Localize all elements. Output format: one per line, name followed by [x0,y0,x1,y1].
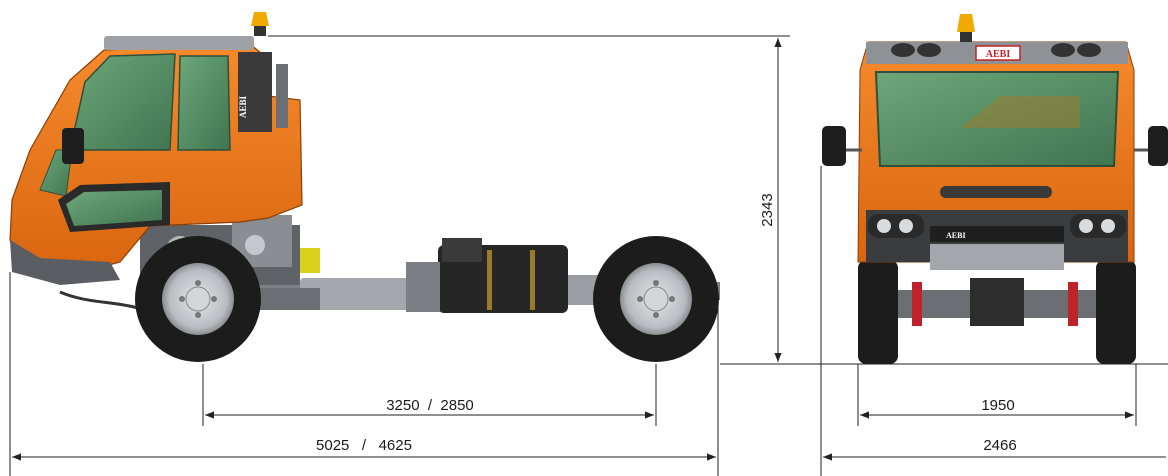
grille-badge-box [975,45,1021,61]
fuel-tank [406,238,568,313]
front-left-tire [858,260,898,364]
right-mirror [1148,126,1168,166]
right-headlight-icon [1070,214,1126,238]
track-width-label: 1950 [981,397,1014,414]
left-headlight-icon [868,214,924,238]
left-mirror [822,126,846,166]
cab-body [9,36,303,285]
front-view-dimensions [790,166,1168,476]
front-view-vehicle [822,14,1168,364]
front-wheel [135,236,261,362]
side-view-dimensions [9,35,790,476]
grille-badge: AEBI [986,49,1011,60]
side-view-vehicle: AEBI [9,12,720,362]
wheelbase-label: 3250 / 2850 [386,397,474,414]
rear-wheel [593,236,719,362]
side-cab-badge: AEBI [238,95,248,118]
front-right-tire [1096,260,1136,364]
height-label: 2343 [759,193,776,226]
front-beacon-light-icon [957,14,975,42]
bumper-badge: AEBI [946,231,966,240]
beacon-light-icon [251,12,269,36]
overall-width-label: 2466 [983,437,1016,454]
overall-length-label: 5025 / 4625 [316,437,412,454]
